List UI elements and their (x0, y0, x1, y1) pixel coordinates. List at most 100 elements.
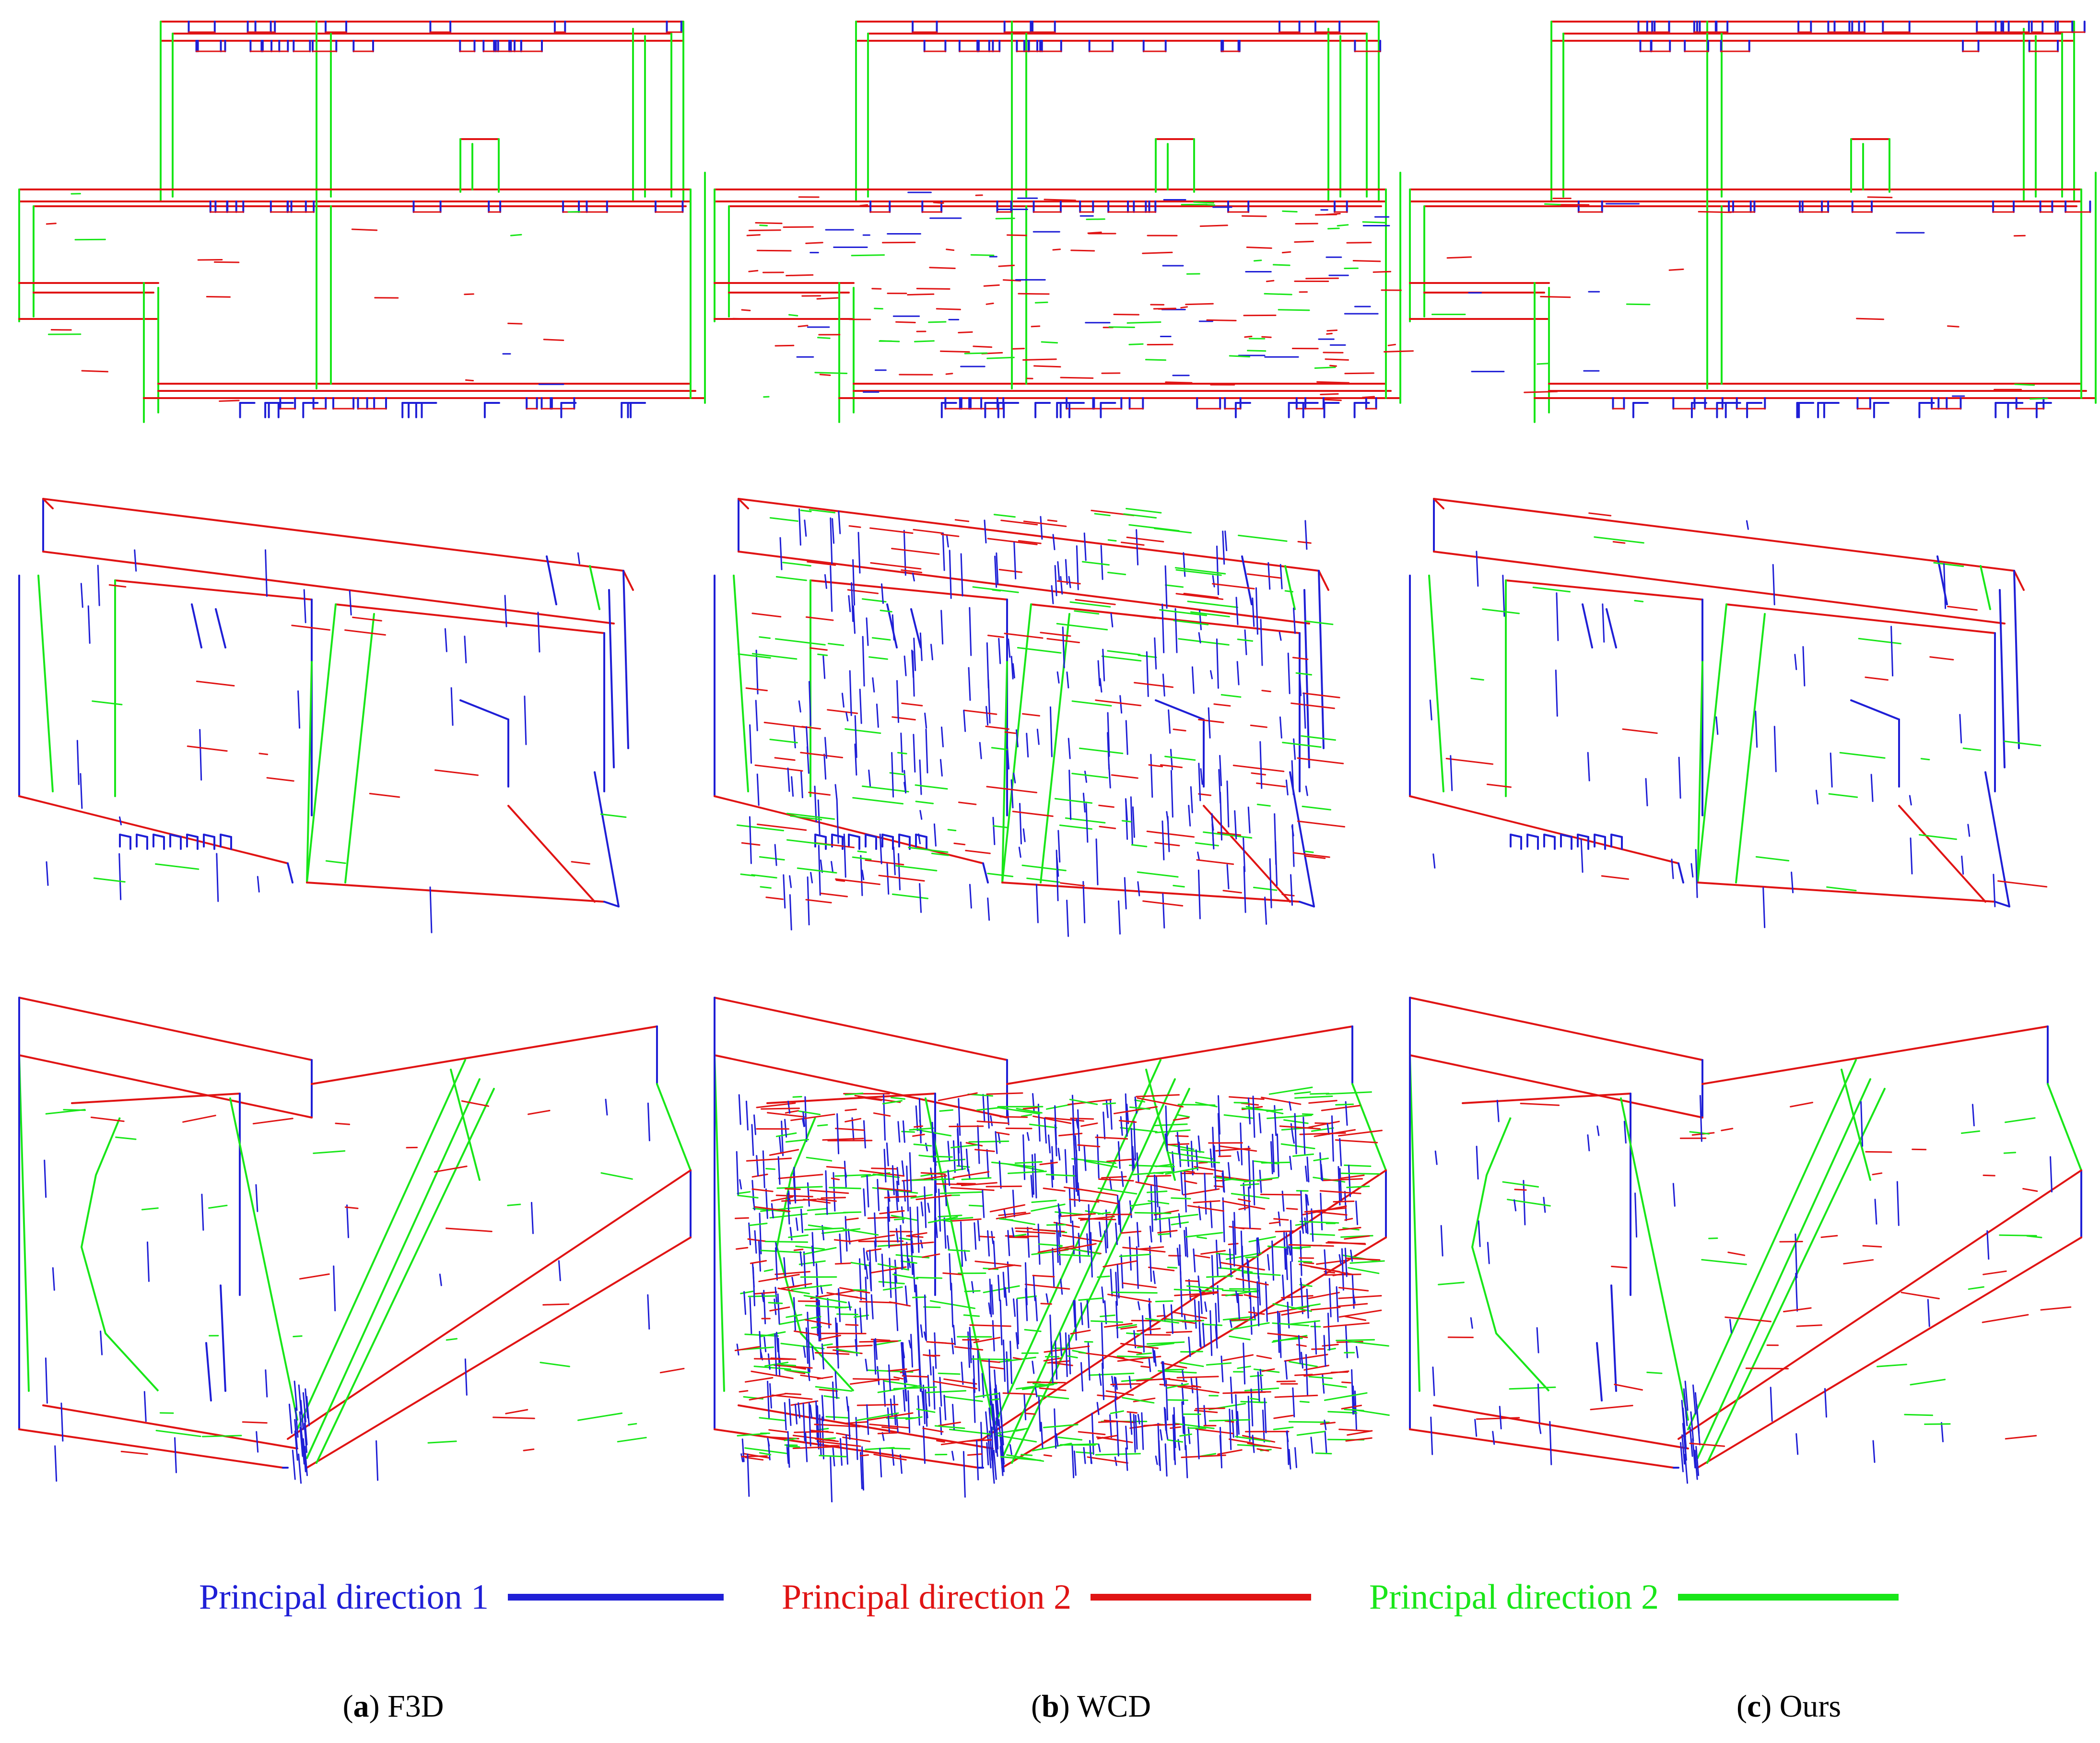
edge-line (1824, 1388, 1827, 1418)
edge-line (1106, 1158, 1135, 1162)
edge-line (767, 1441, 771, 1460)
edge-line (834, 1371, 838, 1399)
edge-line (1476, 1417, 1520, 1420)
edge-line (1267, 1254, 1270, 1271)
edge-line (1993, 873, 1996, 907)
edge-line (1623, 1120, 1627, 1144)
edge-line (1122, 1282, 1157, 1288)
edge-line (1025, 1413, 1036, 1415)
edge-line (2013, 570, 2020, 749)
edge-line (1308, 1100, 1337, 1104)
edge-line (1701, 1259, 1747, 1265)
edge-line (842, 1437, 871, 1442)
edge-line (774, 1298, 777, 1315)
edge-line (865, 859, 904, 866)
edge-line (1199, 1288, 1203, 1314)
edge-line (1097, 1187, 1138, 1195)
edge-line (1036, 729, 1040, 745)
edge-line (1023, 1393, 1027, 1421)
edge-line (1150, 1185, 1153, 1232)
edge-line (832, 1447, 835, 1467)
edge-line (852, 559, 856, 606)
edge-line (18, 1428, 284, 1469)
edge-line (1282, 210, 1298, 212)
edge-line (1238, 1206, 1250, 1210)
edge-line (1910, 1378, 1946, 1386)
edge-line (1172, 1414, 1175, 1460)
edge-line (798, 1402, 801, 1419)
edge-line (1123, 513, 1157, 519)
edge-line (859, 1169, 905, 1177)
edge-line (1289, 1155, 1292, 1170)
edge-line (1910, 837, 1913, 875)
edge-line (866, 1251, 869, 1261)
edge-line (1261, 690, 1271, 693)
edge-line (890, 1398, 893, 1416)
edge-line (793, 726, 796, 749)
edge-line (1338, 1295, 1382, 1299)
edge-line (1438, 1282, 1465, 1285)
edge-line (1241, 555, 1253, 605)
edge-line (1077, 1109, 1080, 1152)
edge-line (823, 754, 827, 780)
edge-line (1270, 1141, 1273, 1175)
edge-line (1252, 597, 1255, 627)
edge-line (1148, 1266, 1175, 1272)
edge-line (749, 1297, 752, 1334)
edge-line (1136, 1352, 1152, 1355)
edge-line (881, 1253, 884, 1287)
edge-line (974, 1393, 999, 1398)
edge-line (886, 1447, 911, 1450)
edge-line (1065, 817, 1106, 824)
edge-line (844, 1160, 847, 1188)
edge-line (1725, 1316, 1772, 1322)
edge-line (815, 1263, 819, 1295)
edge-line (748, 1222, 751, 1246)
edge-line (987, 538, 1038, 545)
edge-line (1247, 806, 1251, 834)
edge-line (831, 861, 834, 873)
edge-line (1122, 1397, 1155, 1404)
edge-line (1264, 896, 1267, 925)
edge-line (1244, 1177, 1279, 1183)
edge-line (1107, 539, 1117, 542)
edge-line (1101, 1322, 1104, 1369)
edge-line (1283, 1230, 1286, 1270)
edge-line (874, 1240, 877, 1262)
edge-line (1820, 1235, 1838, 1238)
edge-line (1215, 1239, 1219, 1277)
edge-line (791, 1276, 795, 1286)
edge-line (751, 612, 782, 618)
edge-line (797, 867, 837, 874)
edge-line (1180, 1171, 1184, 1195)
edge-line (1828, 793, 1858, 798)
edge-line (1968, 1286, 1984, 1290)
edge-line (265, 1369, 268, 1398)
edge-line (1532, 587, 1571, 593)
edge-line (863, 1120, 866, 1149)
edge-line (995, 1131, 998, 1154)
edge-line (1276, 1380, 1296, 1382)
edge-line (1326, 330, 1338, 332)
edge-line (302, 1442, 306, 1472)
edge-line (949, 1428, 991, 1435)
edge-line (795, 1245, 825, 1250)
edge-line (883, 1094, 886, 1141)
edge-line (1080, 1302, 1083, 1325)
edge-line (52, 1267, 55, 1291)
edge-line (748, 229, 781, 231)
edge-line (1231, 1193, 1270, 1200)
edge-line (1540, 295, 1571, 298)
legend: Principal direction 1 Principal directio… (0, 1568, 2100, 1626)
edge-line (817, 337, 831, 339)
edge-line (1118, 1200, 1122, 1233)
edge-line (1337, 224, 1349, 227)
edge-line (1315, 1452, 1332, 1455)
edge-line (1213, 703, 1231, 707)
edge-line (1282, 1274, 1285, 1300)
edge-line (1244, 1294, 1259, 1298)
edge-line (754, 1230, 757, 1254)
edge-line (759, 1331, 762, 1359)
edge-line (817, 1301, 820, 1342)
edge-line (793, 1248, 804, 1251)
